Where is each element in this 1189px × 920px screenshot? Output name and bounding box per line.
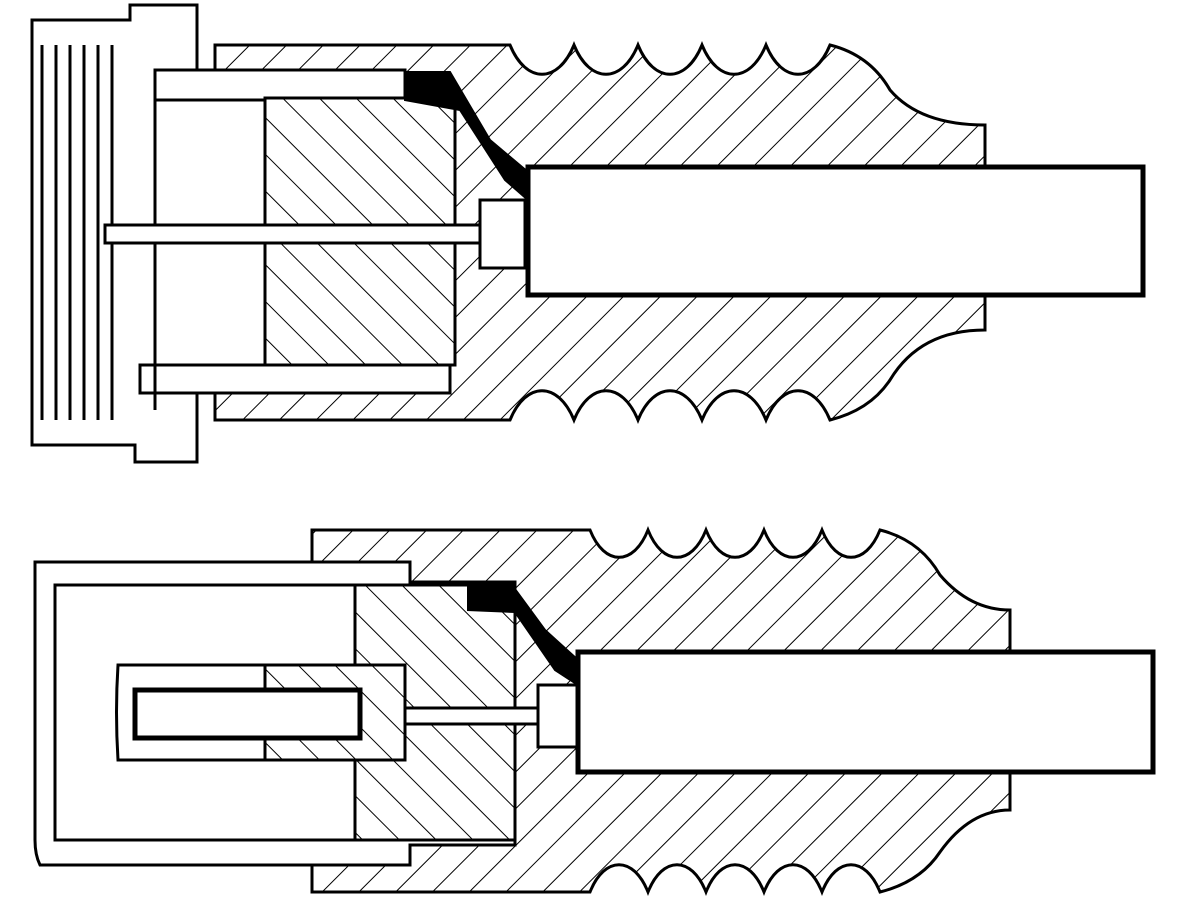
pin-collar: [478, 198, 527, 270]
inner-sleeve: [138, 363, 452, 395]
front-cavity: [153, 68, 407, 102]
socket-bore: [132, 687, 363, 741]
pin-collar: [536, 683, 580, 749]
center-pin: [403, 706, 542, 726]
center-pin: [103, 223, 487, 245]
nut-threads: [40, 45, 114, 420]
connector-top: [30, 3, 1146, 464]
cable: [525, 164, 1146, 298]
cable: [575, 649, 1156, 775]
connector-bottom: [33, 525, 1156, 897]
